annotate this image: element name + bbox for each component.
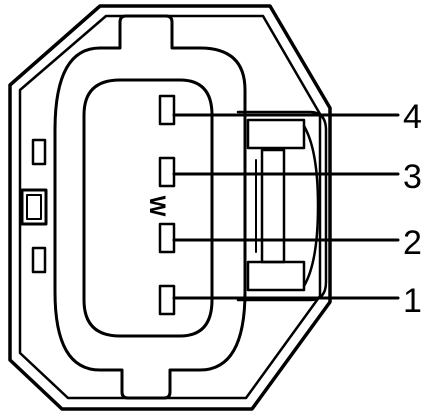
latch-block-top [246, 118, 306, 150]
side-terminal-top [31, 138, 47, 166]
latch-spring [302, 124, 320, 288]
plug-body [53, 14, 247, 400]
pin-4-label: 4 [403, 98, 422, 136]
pin-cavity [82, 78, 214, 338]
latch-frame [236, 110, 328, 302]
side-terminal-middle [20, 188, 48, 226]
latch-block-bottom [246, 260, 306, 292]
pin-2-contact [158, 222, 176, 254]
connector-mark: W [145, 196, 170, 217]
side-terminal-middle-inner [26, 194, 42, 220]
pin-1-contact [158, 284, 176, 316]
pin-4-contact [158, 94, 176, 126]
pin-3-contact [158, 156, 176, 188]
pin-1-label: 1 [403, 282, 422, 320]
latch-center-bar [260, 148, 286, 264]
pin-2-label: 2 [403, 224, 422, 262]
housing-inner-outline [18, 14, 322, 400]
housing-outer-outline [8, 4, 332, 411]
pin-3-label: 3 [403, 158, 422, 196]
side-terminal-bottom [31, 246, 47, 274]
